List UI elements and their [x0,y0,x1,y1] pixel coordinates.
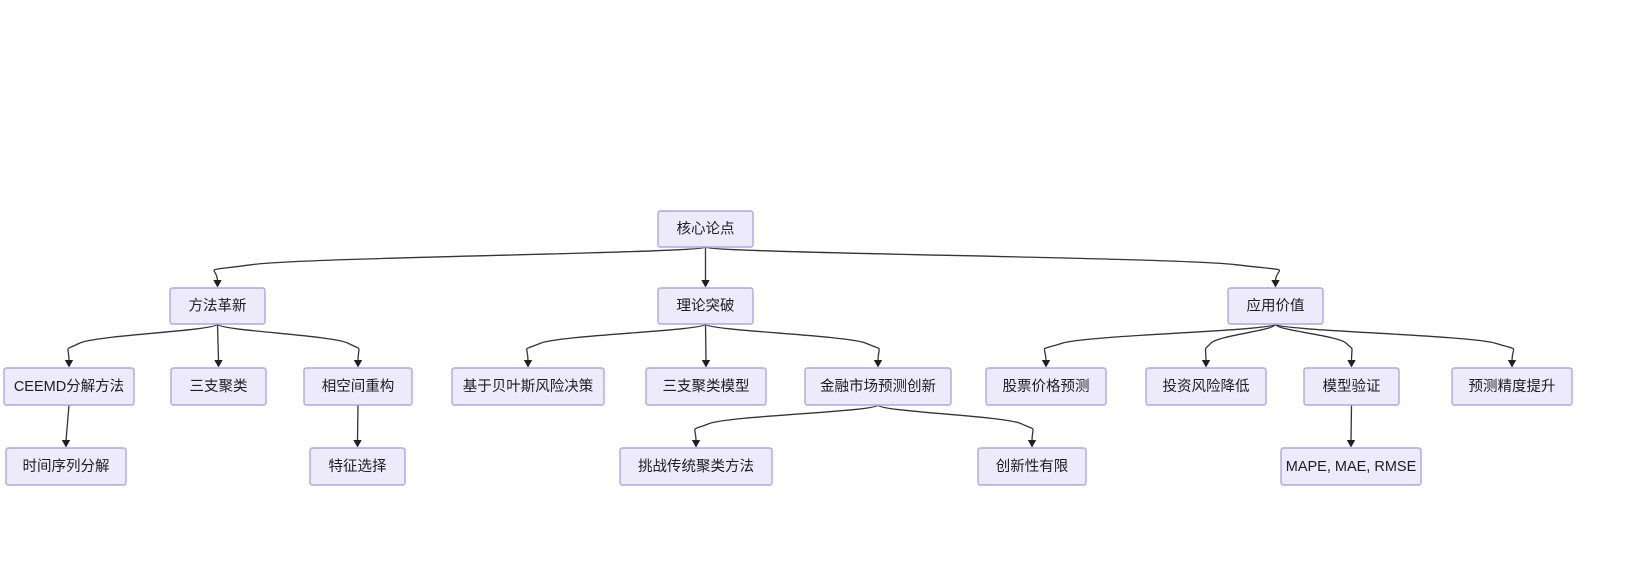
edge-n_verify-to-n_metrics [1350,404,1353,442]
node-box[interactable] [3,367,135,406]
node-label: 理论突破 [677,297,735,314]
node-label: 基于贝叶斯风险决策 [463,378,594,395]
node-limited[interactable]: 创新性有限 [977,447,1087,486]
arrowhead-icon [1201,360,1211,368]
arrowhead-icon [1041,360,1051,368]
arrowhead-icon [1507,360,1517,368]
node-box[interactable] [451,367,605,406]
arrowhead-icon [353,440,362,448]
node-theory[interactable]: 理论突破 [657,287,754,325]
node-box[interactable] [1280,447,1422,486]
edge-n_method-to-n_phase [216,323,360,362]
edge-n_finance-to-n_limited [877,404,1034,442]
arrowhead-icon [353,360,363,368]
arrowhead-icon [64,360,74,368]
arrowhead-icon [523,360,533,368]
node-tsd[interactable]: 时间序列分解 [5,447,127,486]
node-feature[interactable]: 特征选择 [309,447,406,486]
edge-n_phase-to-n_feature [356,404,359,442]
node-ceemd[interactable]: CEEMD分解方法 [3,367,135,406]
edge-n_root-to-n_method [213,246,707,282]
arrowhead-icon [1346,440,1356,448]
node-label: 三支聚类 [190,378,248,395]
edge-n_method-to-n_ceemd [67,323,219,362]
edge-n_finance-to-n_challenge [694,404,879,442]
node-box[interactable] [1227,287,1324,325]
node-box[interactable] [1145,367,1267,406]
edge-n_value-to-n_stock [1043,323,1277,362]
node-label: 投资风险降低 [1163,378,1250,395]
node-box[interactable] [1451,367,1573,406]
node-box[interactable] [169,287,266,325]
edge-n_method-to-n_three [216,323,220,362]
node-box[interactable] [985,367,1107,406]
node-box[interactable] [170,367,267,406]
arrowhead-icon [873,360,883,368]
node-bayes[interactable]: 基于贝叶斯风险决策 [451,367,605,406]
node-box[interactable] [657,287,754,325]
node-label: CEEMD分解方法 [14,378,124,395]
edge-n_root-to-n_value [704,246,1281,282]
node-label: MAPE, MAE, RMSE [1286,459,1417,475]
node-label: 预测精度提升 [1469,378,1556,395]
edge-n_theory-to-n_threemod [704,323,707,362]
node-stock[interactable]: 股票价格预测 [985,367,1107,406]
edge-n_ceemd-to-n_tsd [65,404,70,442]
arrowhead-icon [213,280,222,288]
node-verify[interactable]: 模型验证 [1303,367,1400,406]
node-box[interactable] [804,367,952,406]
node-label: 创新性有限 [996,458,1069,475]
node-label: 相空间重构 [322,378,395,395]
edge-n_value-to-n_risk [1204,323,1277,362]
edge-n_theory-to-n_finance [704,323,880,362]
node-finance[interactable]: 金融市场预测创新 [804,367,952,406]
node-root[interactable]: 核心论点 [657,210,754,248]
node-accuracy[interactable]: 预测精度提升 [1451,367,1573,406]
node-label: 时间序列分解 [23,458,110,475]
arrowhead-icon [1347,360,1356,368]
edge-layer [61,246,1517,448]
node-challenge[interactable]: 挑战传统聚类方法 [619,447,773,486]
arrowhead-icon [701,360,711,368]
arrowhead-icon [691,440,701,448]
node-box[interactable] [309,447,406,486]
node-risk[interactable]: 投资风险降低 [1145,367,1267,406]
node-metrics[interactable]: MAPE, MAE, RMSE [1280,447,1422,486]
edge-n_theory-to-n_bayes [526,323,707,362]
arrowhead-icon [701,280,710,288]
arrowhead-icon [1271,280,1280,288]
edge-n_value-to-n_verify [1274,323,1353,362]
node-label: 金融市场预测创新 [820,378,936,395]
node-three[interactable]: 三支聚类 [170,367,267,406]
node-box[interactable] [303,367,413,406]
edge-n_value-to-n_accuracy [1274,323,1515,362]
node-box[interactable] [5,447,127,486]
arrowhead-icon [214,360,223,368]
node-label: 方法革新 [189,297,247,314]
node-threemod[interactable]: 三支聚类模型 [645,367,767,406]
node-label: 挑战传统聚类方法 [638,458,754,475]
node-label: 核心论点 [677,220,735,237]
node-box[interactable] [645,367,767,406]
node-phase[interactable]: 相空间重构 [303,367,413,406]
node-box[interactable] [1303,367,1400,406]
node-box[interactable] [657,210,754,248]
node-label: 三支聚类模型 [663,378,750,395]
node-box[interactable] [977,447,1087,486]
node-label: 特征选择 [329,458,387,475]
node-box[interactable] [619,447,773,486]
arrowhead-icon [61,440,71,448]
arrowhead-icon [1027,440,1037,448]
node-label: 应用价值 [1247,296,1305,314]
node-label: 股票价格预测 [1003,378,1090,395]
node-value[interactable]: 应用价值 [1227,287,1324,325]
node-method[interactable]: 方法革新 [169,287,266,325]
node-label: 模型验证 [1323,378,1381,395]
